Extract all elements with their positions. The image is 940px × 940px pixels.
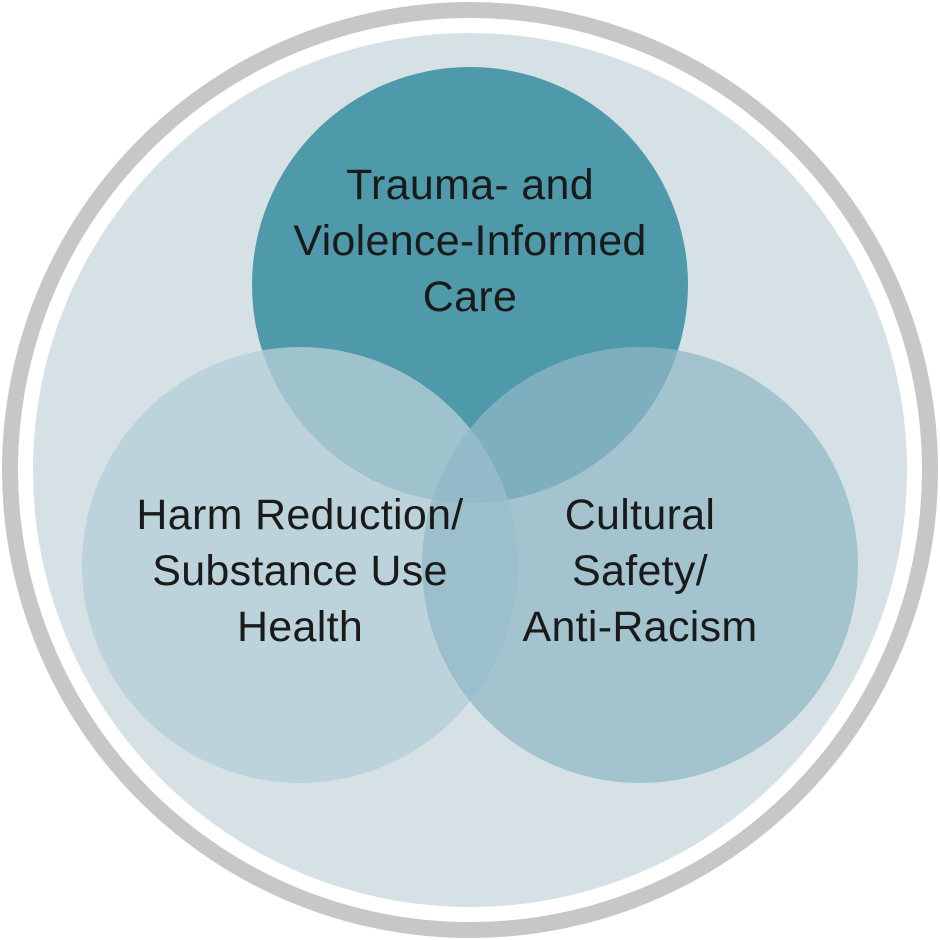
- left-circle: [82, 347, 518, 783]
- right-circle-label-line-3: Anti-Racism: [522, 603, 758, 651]
- left-circle-label-line-3: Health: [236, 603, 364, 651]
- left-circle-label-line-2: Substance Use: [152, 547, 448, 595]
- right-circle: [422, 347, 858, 783]
- right-circle-label-line-1: Cultural: [564, 491, 716, 539]
- top-circle-label: Trauma- and Violence-Informed Care: [293, 157, 646, 325]
- right-circle-label: Cultural Safety/ Anti-Racism: [522, 487, 757, 655]
- left-circle-label-line-1: Harm Reduction/: [136, 491, 464, 539]
- top-circle-label-line-2: Violence-Informed: [293, 217, 647, 265]
- right-circle-label-line-2: Safety/: [572, 547, 708, 595]
- top-circle-label-line-1: Trauma- and: [346, 161, 594, 209]
- left-circle-label: Harm Reduction/ Substance Use Health: [136, 487, 463, 655]
- top-circle-label-line-3: Care: [422, 273, 518, 321]
